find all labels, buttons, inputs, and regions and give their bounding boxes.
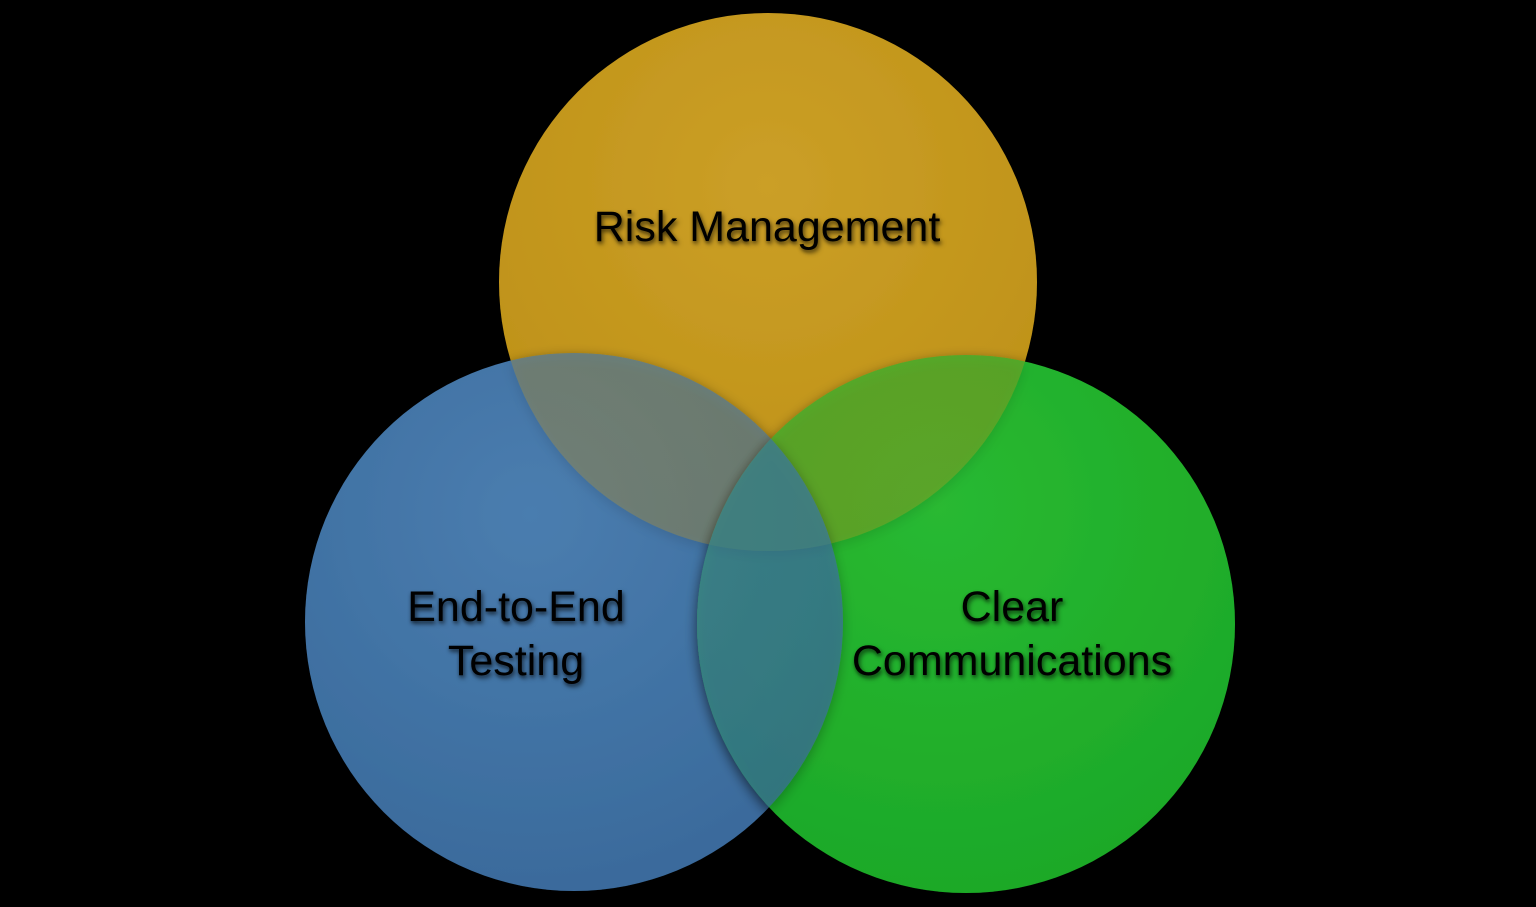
risk-communications-overlap — [697, 355, 1037, 551]
risk-testing-overlap — [499, 353, 843, 551]
